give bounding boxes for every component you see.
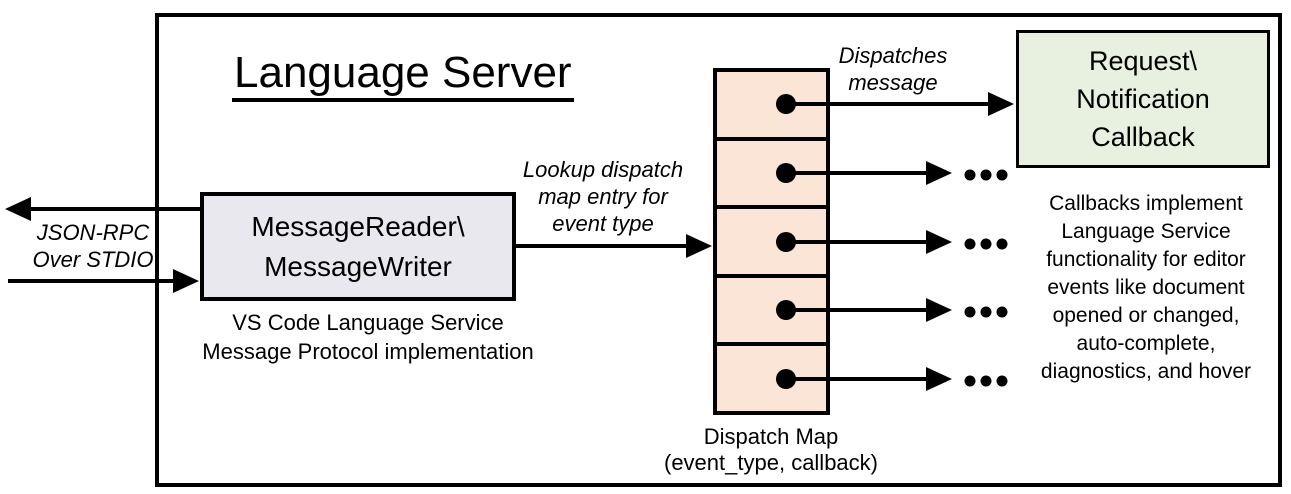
- callback-box-line1: Request\: [1088, 46, 1198, 76]
- dispatch-map-cell-3: [717, 205, 826, 274]
- reader-box-caption: VS Code Language Service Message Protoco…: [188, 308, 548, 366]
- dispatch-map-cell-4: [717, 273, 826, 343]
- request-notification-callback-box: Request\ Notification Callback: [1016, 30, 1270, 168]
- lookup-dispatch-label: Lookup dispatch map entry for event type: [522, 157, 684, 236]
- message-reader-writer-box: MessageReader\ MessageWriter: [200, 192, 516, 301]
- dispatch-map-cell-2: [717, 136, 826, 206]
- map-caption-line2: (event_type, callback): [664, 450, 878, 475]
- callback-box-line3: Callback: [1091, 122, 1195, 152]
- callbacks-note: Callbacks implement Language Service fun…: [1040, 192, 1252, 383]
- reader-caption-line1: VS Code Language Service: [232, 310, 504, 335]
- dispatch-map-table: [713, 68, 830, 415]
- reader-caption-line2: Message Protocol implementation: [202, 339, 534, 364]
- reader-box-line2: MessageWriter: [264, 250, 452, 282]
- reader-box-line1: MessageReader\: [251, 210, 465, 242]
- json-rpc-label: JSON-RPC Over STDIO: [32, 220, 154, 272]
- dispatches-message-label: Dispatches message: [838, 43, 948, 95]
- dispatch-map-cell-5: [717, 342, 826, 411]
- map-caption-line1: Dispatch Map: [703, 424, 839, 449]
- dispatch-map-caption: Dispatch Map (event_type, callback): [640, 424, 902, 476]
- callback-box-line2: Notification: [1076, 84, 1210, 114]
- diagram-title: Language Server: [232, 50, 574, 102]
